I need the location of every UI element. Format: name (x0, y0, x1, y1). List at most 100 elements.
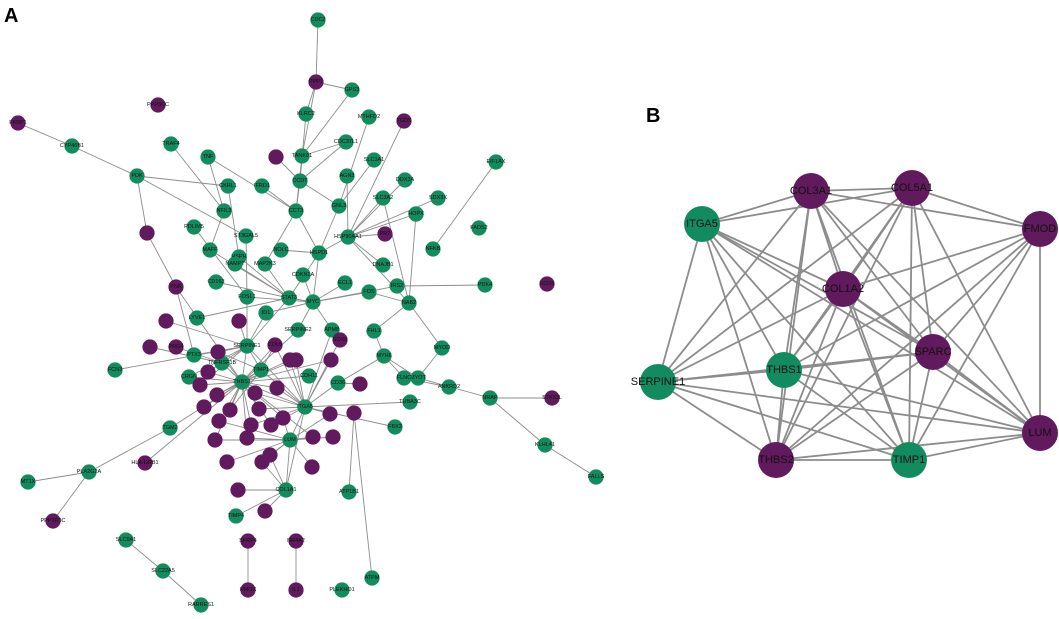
node-a-tnf[interactable]: TNF (200, 149, 216, 165)
node-a-atp1b1[interactable]: ATP1B1 (339, 484, 359, 500)
node-a-nfkb[interactable]: NFKB (425, 241, 441, 257)
node-a-p5[interactable] (209, 387, 225, 403)
node-a-fbx3[interactable]: FBX3 (387, 419, 403, 435)
node-a-p2[interactable] (210, 344, 226, 360)
node-a-col5[interactable]: COL5 (267, 337, 283, 353)
node-a-p30[interactable] (247, 385, 263, 401)
node-a-slc3a2[interactable]: SLC3A2 (373, 190, 394, 206)
node-a-hspd1[interactable]: HSPD1 (310, 245, 328, 261)
node-a-ckrl1[interactable]: CKRL1 (219, 178, 237, 194)
node-a-pdlim5[interactable]: PDLIM5 (184, 219, 204, 235)
node-a-p7[interactable]: PR7 (377, 226, 393, 242)
node-a-plekho1[interactable]: PLEKHO1 (329, 582, 355, 598)
node-b-serpine1[interactable]: SERPINE1 (631, 364, 685, 400)
node-a-il1[interactable]: IL1 (288, 582, 304, 598)
node-a-ccdt[interactable]: CCDT (292, 173, 308, 189)
node-a-p17[interactable] (239, 430, 255, 446)
node-b-fmod[interactable]: FMOD (1022, 211, 1058, 247)
node-a-cd36[interactable]: CD36 (330, 375, 346, 391)
node-a-p4[interactable] (139, 225, 155, 241)
node-a-timp1[interactable]: TIMP1 (253, 362, 269, 378)
node-a-p28[interactable] (230, 482, 246, 498)
node-a-fhl1[interactable]: FHL1 (366, 323, 382, 339)
node-a-p15[interactable] (243, 417, 259, 433)
node-a-nab2[interactable]: NAB2 (401, 295, 417, 311)
node-a-nampt[interactable]: NAMPT (225, 256, 245, 272)
node-a-p24[interactable] (275, 410, 291, 426)
node-a-map2k3[interactable]: MAP2K3 (254, 256, 276, 272)
node-b-col5a1[interactable]: COL5A1 (891, 170, 933, 206)
node-a-cdc2[interactable]: CDC2 (310, 12, 326, 28)
node-a-ankrd2[interactable]: ANKRD2 (438, 379, 460, 395)
node-a-p27[interactable] (304, 459, 320, 475)
node-a-cdc37l1[interactable]: CDC37L1 (334, 134, 358, 150)
node-a-pdk[interactable]: PDK (129, 168, 145, 184)
node-a-slc9a1[interactable]: SLC9A1 (116, 532, 137, 548)
node-a-ppp1r3c[interactable]: PPP1R3C (40, 513, 66, 529)
node-a-lum[interactable]: LUM (282, 432, 298, 448)
node-a-scd5[interactable]: SCD5 (539, 276, 555, 292)
node-a-cct3[interactable]: CCT3 (288, 203, 304, 219)
node-a-ifrd1[interactable]: IFRD1 (254, 178, 270, 194)
node-a-id1[interactable]: ID1 (258, 305, 274, 321)
node-a-p16[interactable] (263, 417, 279, 433)
node-a-sfrp4[interactable]: SFRP4 (239, 533, 257, 549)
node-a-fos[interactable]: FOS (361, 284, 377, 300)
node-a-nolc[interactable]: NOLC (273, 242, 289, 258)
node-a-col1a1[interactable]: COL1A1 (275, 482, 297, 498)
node-a-maff[interactable]: MAFF (202, 242, 218, 258)
node-a-rarres1[interactable]: RARRES1 (188, 597, 214, 613)
node-a-p31[interactable] (207, 432, 223, 448)
node-a-p13[interactable] (323, 352, 339, 368)
node-a-tgds[interactable]: TGDS (396, 113, 412, 129)
node-a-ecl1[interactable]: ECL1 (337, 275, 353, 291)
node-b-col1a2[interactable]: COL1A2 (822, 271, 864, 307)
node-a-gps3[interactable]: GPS3 (344, 82, 360, 98)
node-a-p21[interactable] (322, 406, 338, 422)
node-a-eif1ax[interactable]: EIF1AX (487, 154, 506, 170)
node-a-p25[interactable] (219, 454, 235, 470)
node-a-p32[interactable] (200, 364, 216, 380)
node-a-falls[interactable]: FALLS (588, 469, 605, 485)
node-a-fosl1[interactable]: FOSL1 (238, 289, 256, 305)
node-a-stat3[interactable]: STAT3 (281, 290, 297, 306)
node-b-timp1[interactable]: TIMP1 (891, 442, 927, 478)
node-a-traf4[interactable]: TRAF4 (162, 136, 180, 152)
node-a-myc[interactable]: MYC (305, 294, 321, 310)
node-a-atpm[interactable]: ATPM (364, 570, 380, 586)
node-a-pnr[interactable]: PNR (168, 279, 184, 295)
node-a-hsp90aa1[interactable]: HSP90AA1 (334, 229, 362, 245)
node-a-p22[interactable] (346, 405, 362, 421)
node-a-p29[interactable] (257, 503, 273, 519)
node-a-serpine2[interactable]: SERPINE2 (284, 322, 312, 338)
node-a-pla2g2a[interactable]: PLA2G2A (77, 464, 102, 480)
node-a-hopx[interactable]: HOPX (408, 206, 424, 222)
node-a-p20[interactable] (325, 429, 341, 445)
node-a-nr4a2[interactable]: NR4A2 (287, 533, 305, 549)
node-a-myot[interactable]: MYOT (410, 370, 427, 386)
node-a-lyve1[interactable]: LYVE1 (189, 310, 206, 326)
node-a-p1[interactable] (231, 313, 247, 329)
node-a-itga5[interactable]: ITGA5 (297, 399, 313, 415)
node-a-tgm2[interactable]: TGM2 (162, 420, 178, 436)
node-a-mthfd2[interactable]: MTHFD2 (358, 109, 380, 125)
node-a-p19[interactable] (305, 429, 321, 445)
node-b-thbs1[interactable]: THBS1 (766, 352, 802, 388)
node-a-cyp46[interactable]: CYP46B1 (60, 138, 84, 154)
node-a-p3[interactable] (192, 377, 208, 393)
node-a-fcn3[interactable]: FCN3 (107, 362, 123, 378)
node-a-fht[interactable] (142, 339, 158, 355)
node-a-pt1[interactable] (158, 313, 174, 329)
node-a-tank01[interactable]: TANK01 (292, 148, 312, 164)
node-a-sox9[interactable]: SOX9 (332, 332, 348, 348)
node-a-myh6[interactable]: MYH6 (376, 348, 392, 364)
node-b-lum[interactable]: LUM (1022, 415, 1058, 451)
node-a-nfil3[interactable]: NFIL3 (216, 203, 232, 219)
node-a-gnl3[interactable]: GNL3 (331, 198, 347, 214)
node-a-tuba3c[interactable]: TUBA3C (399, 394, 421, 410)
node-a-klhl41[interactable]: KLHL41 (535, 437, 555, 453)
node-a-dnajb1[interactable]: DNAJB1 (372, 257, 394, 273)
node-a-prg4[interactable]: PRG4 (168, 339, 184, 355)
node-b-itga5[interactable]: ITGA5 (684, 206, 720, 242)
node-a-st3gal5[interactable]: ST3GAL5 (234, 228, 258, 244)
